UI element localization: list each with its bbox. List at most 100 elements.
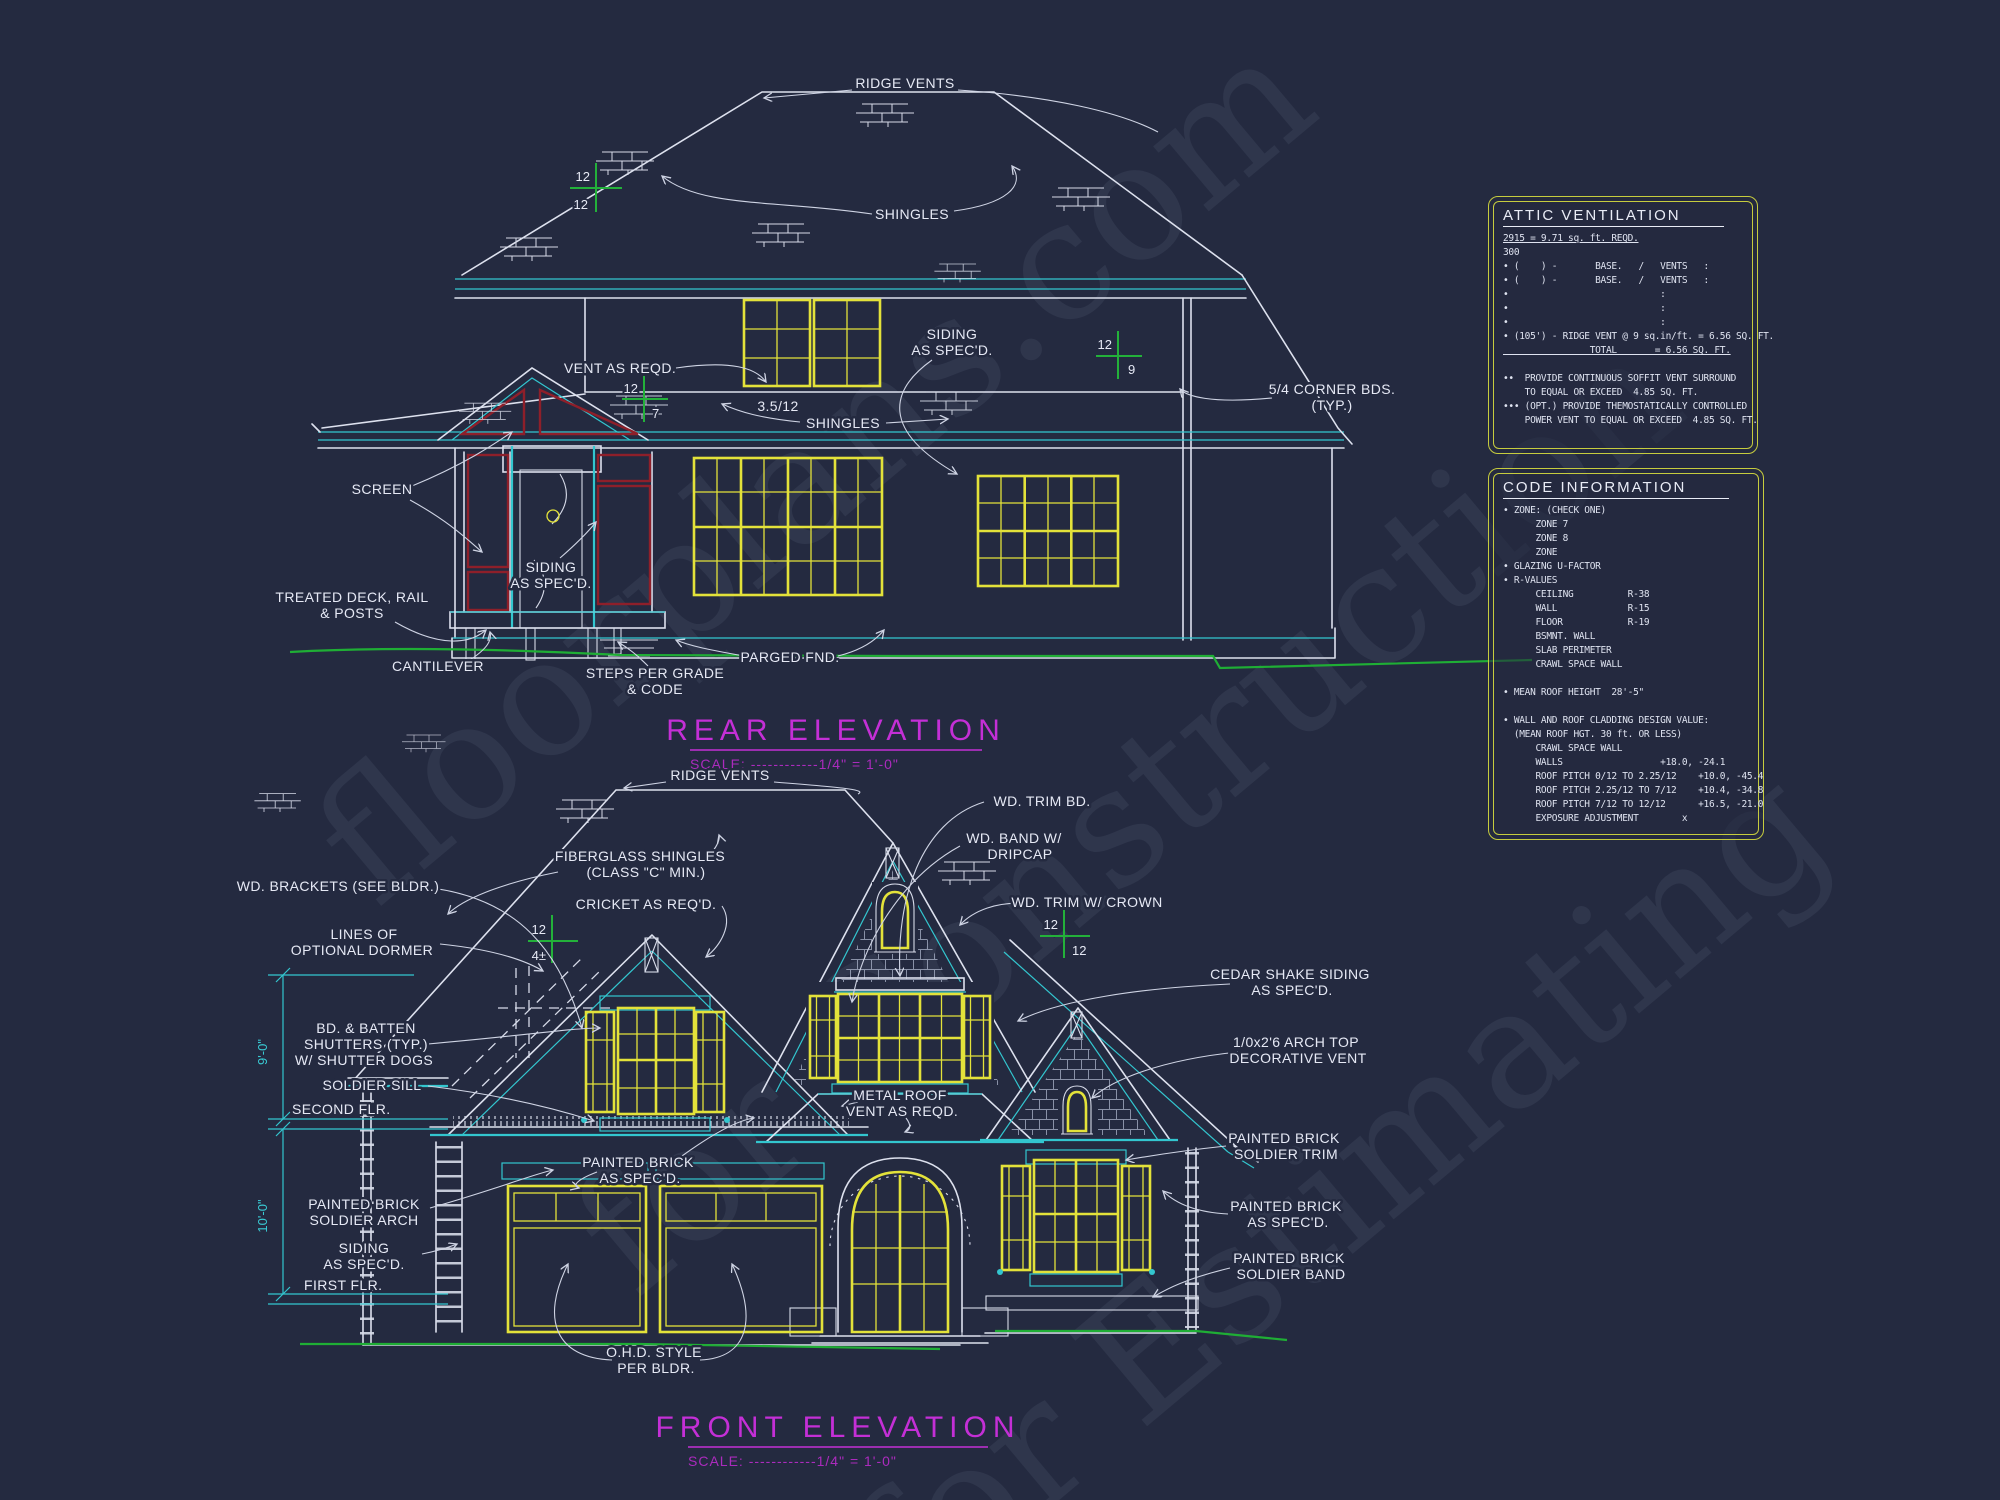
code-line: ROOF PITCH 0/12 TO 2.25/12 +10.0, -45.4	[1503, 771, 1764, 782]
code-line	[1503, 700, 1749, 714]
code-line: • WALL AND ROOF CLADDING DESIGN VALUE:	[1503, 715, 1709, 726]
code-line: EXPOSURE ADJUSTMENT x	[1503, 813, 1688, 824]
front-base	[300, 1329, 1288, 1351]
rear-label-siding-2: AS SPEC'D.	[911, 342, 992, 358]
attic-panel-title: ATTIC VENTILATION	[1503, 207, 1724, 227]
code-line: BSMNT. WALL	[1503, 631, 1596, 642]
left-gable-window	[581, 995, 730, 1132]
gable-finial	[644, 937, 659, 973]
code-line: ZONE 8	[1503, 533, 1569, 544]
pitch-run: 7	[652, 406, 659, 421]
rear-elevation: 12 12 12 7 12 9	[273, 73, 1533, 772]
brick-voussoirs	[829, 1175, 971, 1247]
rear-title: REAR ELEVATION	[666, 714, 1006, 747]
attic-line: • :	[1503, 317, 1666, 328]
code-line: WALLS +18.0, -24.1	[1503, 757, 1726, 768]
code-line: (MEAN ROOF HGT. 30 ft. OR LESS)	[1503, 729, 1682, 740]
front-grade-right	[995, 1329, 1288, 1342]
code-line: CEILING R-38	[1503, 589, 1650, 600]
door-knob	[546, 509, 560, 523]
code-line: ZONE	[1503, 547, 1558, 558]
rear-screened-porch	[437, 367, 666, 661]
attic-line: • ( ) - BASE. / VENTS :	[1503, 275, 1709, 286]
rear-title-block: REAR ELEVATION SCALE: ------------1/4" =…	[666, 714, 1006, 772]
pitch-rise: 12	[1098, 337, 1112, 352]
code-line: ROOF PITCH 7/12 TO 12/12 +16.5, -21.0	[1503, 799, 1764, 810]
attic-line: 2915 = 9.71 sq. ft. REQD.	[1503, 233, 1639, 244]
rear-lower-window-left	[692, 456, 884, 597]
attic-line: •• PROVIDE CONTINUOUS SOFFIT VENT SURROU…	[1503, 373, 1737, 384]
metal-roof	[756, 1093, 1044, 1144]
garage-door-2	[658, 1184, 824, 1334]
front-pitch-markers: 12 4± 12 12	[528, 910, 1090, 965]
attic-line	[1503, 358, 1743, 372]
attic-line: ••• (OPT.) PROVIDE THEMOSTATICALLY CONTR…	[1503, 401, 1747, 412]
front-right-wall	[985, 1147, 1199, 1331]
front-label-ohd-2: PER BLDR.	[617, 1360, 695, 1376]
rear-grade-line	[289, 647, 1533, 670]
front-label-fiberglass-2: (CLASS "C" MIN.)	[586, 864, 705, 880]
pitch-rise: 12	[576, 169, 590, 184]
attic-line: TO EQUAL OR EXCEED 4.85 SQ. FT.	[1503, 387, 1699, 398]
attic-line: POWER VENT TO EQUAL OR EXCEED 4.85 SQ. F…	[1503, 415, 1758, 426]
rear-scale: SCALE: ------------1/4" = 1'-0"	[690, 756, 899, 772]
rear-leaders	[394, 89, 1273, 667]
rear-second-floor	[321, 297, 1192, 641]
front-label-dormer-2: OPTIONAL DORMER	[291, 942, 433, 958]
pitch-run: 12	[574, 197, 588, 212]
rear-label-shingles-lower: SHINGLES	[806, 415, 880, 431]
front-label-fiberglass-1: FIBERGLASS SHINGLES	[555, 848, 725, 864]
front-elevation: 9'-0" 10'-0" 12 4± 12 12	[234, 734, 1372, 1469]
pitch-rise: 12	[624, 381, 638, 396]
code-line: FLOOR R-19	[1503, 617, 1650, 628]
right-window	[997, 1158, 1155, 1275]
code-line: ZONE 7	[1503, 519, 1569, 530]
front-leaders	[421, 781, 1239, 1361]
code-panel-title: CODE INFORMATION	[1503, 479, 1730, 499]
front-grade-left	[300, 1342, 941, 1351]
front-label-second-flr: SECOND FLR.	[292, 1101, 391, 1117]
code-information-panel: CODE INFORMATION • ZONE: (CHECK ONE) ZON…	[1488, 468, 1764, 840]
code-line: • ZONE: (CHECK ONE)	[1503, 505, 1606, 516]
front-entry-door	[789, 1157, 1009, 1344]
front-label-band-2: DRIPCAP	[987, 846, 1052, 862]
right-arch-vent	[1058, 1080, 1098, 1138]
attic-line: • ( ) - BASE. / VENTS :	[1503, 261, 1709, 272]
front-scale: SCALE: ------------1/4" = 1'-0"	[688, 1453, 897, 1469]
code-line: CRAWL SPACE WALL	[1503, 743, 1623, 754]
code-line: SLAB PERIMETER	[1503, 645, 1612, 656]
front-left-gable	[429, 934, 869, 1137]
rear-lower-eave	[311, 391, 1345, 449]
rear-door	[510, 446, 596, 629]
rear-label-cantilever: CANTILEVER	[392, 658, 484, 674]
front-label-brick-arch-2: SOLDIER ARCH	[309, 1212, 418, 1228]
front-label-trim-bd: WD. TRIM BD.	[993, 793, 1090, 809]
dim-10-0: 10'-0"	[255, 1199, 270, 1233]
dim-9-0: 9'-0"	[255, 1039, 270, 1065]
code-line: ROOF PITCH 2.25/12 TO 7/12 +10.4, -34.8	[1503, 785, 1764, 796]
rear-label-siding-door-1: SIDING	[526, 559, 577, 575]
front-label-siding-1: SIDING	[339, 1240, 390, 1256]
rear-label-shingles-upper: SHINGLES	[875, 206, 949, 222]
front-label-archvent-1: 1/0x2'6 ARCH TOP	[1233, 1034, 1359, 1050]
rear-roof	[454, 91, 1247, 299]
pitch-rise: 12	[532, 922, 546, 937]
center-triple-window	[808, 977, 992, 1094]
rear-label-deck-2: & POSTS	[320, 605, 383, 621]
front-label-metal-roof-2: VENT AS REQD.	[846, 1103, 958, 1119]
front-label-soldier-trim-1: PAINTED BRICK	[1228, 1130, 1340, 1146]
front-label-crown: WD. TRIM W/ CROWN	[1011, 894, 1162, 910]
rear-label-corner-1: 5/4 CORNER BDS.	[1269, 381, 1396, 397]
pitch-run: 4±	[532, 948, 546, 963]
pitch-rise: 12	[1044, 917, 1058, 932]
front-label-cedar-1: CEDAR SHAKE SIDING	[1210, 966, 1370, 982]
front-label-band-1: WD. BAND W/	[966, 830, 1061, 846]
rear-label-3512: 3.5/12	[757, 398, 798, 414]
code-line	[1503, 672, 1749, 686]
arch-top-vent	[872, 882, 918, 954]
rear-label-parged: PARGED FND.	[740, 649, 839, 665]
front-title-block: FRONT ELEVATION SCALE: ------------1/4" …	[655, 1411, 1014, 1469]
code-line: • R-VALUES	[1503, 575, 1558, 586]
